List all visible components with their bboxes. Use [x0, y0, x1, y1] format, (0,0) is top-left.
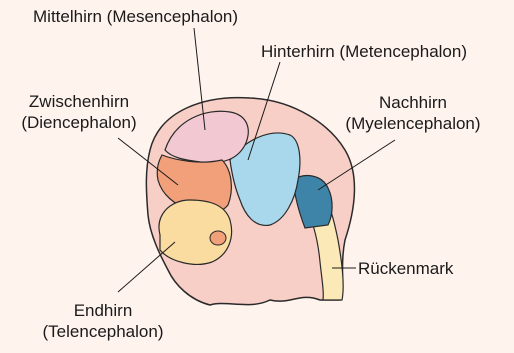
label-rueckenmark-text: Rückenmark — [358, 259, 453, 278]
label-endhirn-line2: (Telencephalon) — [28, 321, 178, 342]
label-zwischenhirn-line1: Zwischenhirn — [4, 91, 154, 112]
label-zwischenhirn: Zwischenhirn (Diencephalon) — [4, 91, 154, 133]
label-rueckenmark: Rückenmark — [358, 258, 453, 279]
eye — [210, 231, 226, 245]
label-mittelhirn: Mittelhirn (Mesencephalon) — [33, 6, 238, 27]
label-hinterhirn-text: Hinterhirn (Metencephalon) — [261, 42, 467, 61]
label-nachhirn-line2: (Myelencephalon) — [333, 113, 493, 134]
label-mittelhirn-text: Mittelhirn (Mesencephalon) — [33, 7, 238, 26]
label-nachhirn: Nachhirn (Myelencephalon) — [333, 92, 493, 134]
label-zwischenhirn-line2: (Diencephalon) — [4, 112, 154, 133]
label-endhirn: Endhirn (Telencephalon) — [28, 300, 178, 342]
label-hinterhirn: Hinterhirn (Metencephalon) — [261, 41, 467, 62]
label-nachhirn-line1: Nachhirn — [333, 92, 493, 113]
label-endhirn-line1: Endhirn — [28, 300, 178, 321]
